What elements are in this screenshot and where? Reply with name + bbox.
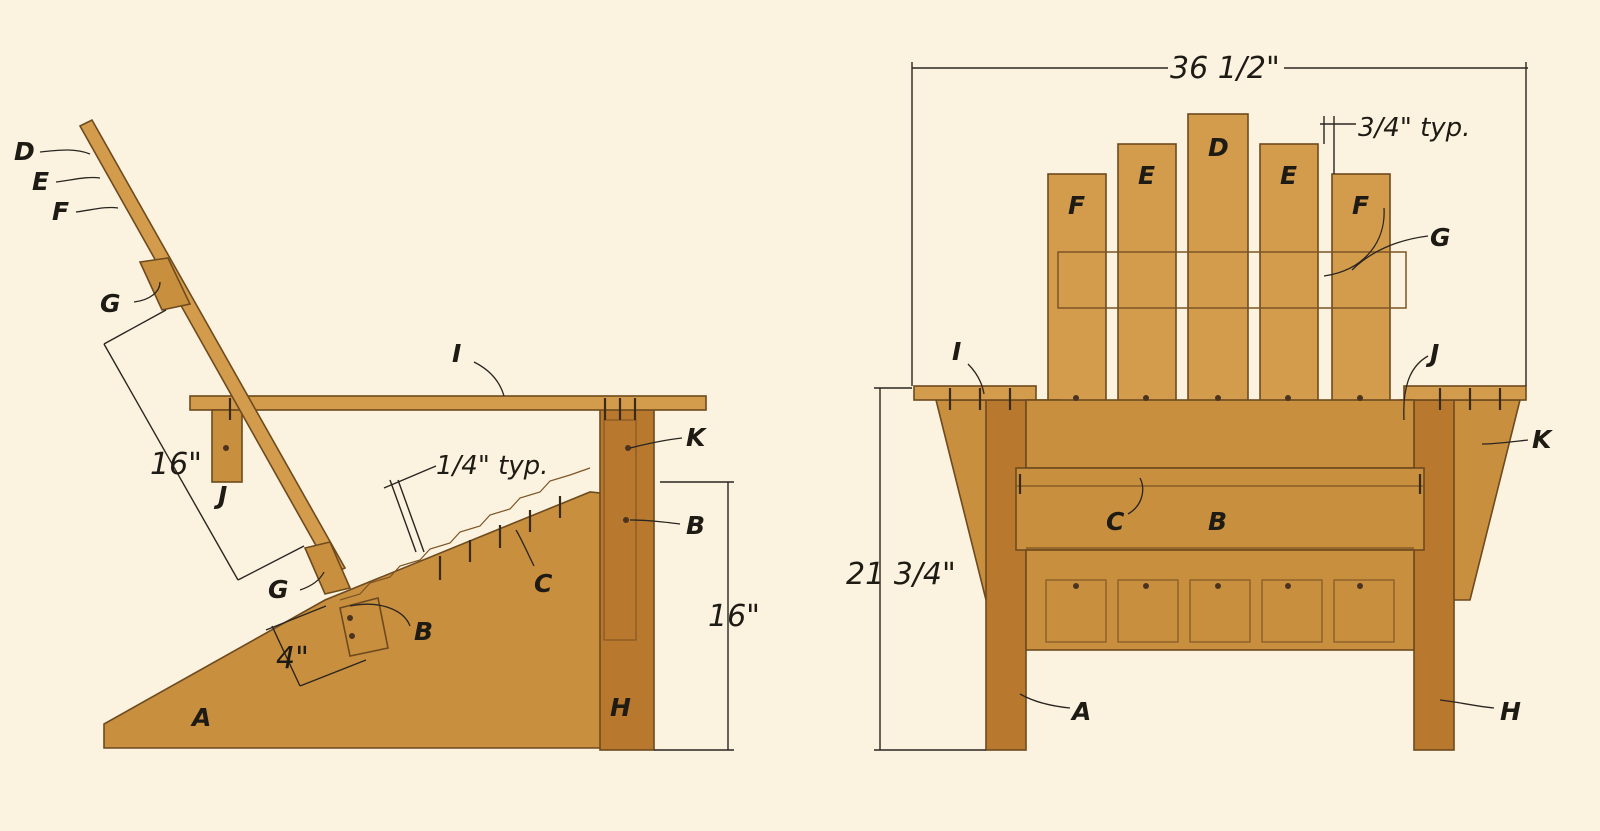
leader-side-i (473, 361, 505, 397)
front-part-i (913, 385, 1037, 401)
side-dim-seat: 4" (276, 641, 309, 676)
front-back-rail (1025, 399, 1415, 469)
front-dim-slat-gap: 3/4" typ. (1358, 113, 1470, 143)
dim-side-front (654, 481, 734, 751)
side-dim-front: 16" (708, 599, 760, 634)
side-back-slats (78, 118, 347, 576)
front-view: F E D E F G I J K C B A H 36 1/2" 3/4" t… (846, 51, 1553, 751)
side-label-a: A (190, 703, 211, 732)
side-part-j (211, 409, 243, 483)
side-label-g-bottom: G (268, 575, 289, 604)
leader-side-e (55, 176, 101, 183)
leader-front-c (1127, 477, 1144, 515)
dim-side-slat-gap (383, 465, 437, 553)
side-label-d: D (14, 137, 35, 166)
side-screws (228, 398, 637, 580)
side-part-b-lower (339, 597, 389, 657)
leader-side-g-top (133, 281, 161, 303)
dim-front-slat-gap (1320, 116, 1356, 174)
leader-front-a (1019, 693, 1071, 709)
leader-front-i (967, 363, 985, 395)
front-label-k: K (1532, 425, 1553, 454)
side-label-h: H (610, 693, 631, 722)
leader-side-d (39, 149, 91, 155)
front-part-j-arm (1403, 385, 1527, 401)
side-label-c: C (534, 569, 553, 598)
front-label-f-left: F (1068, 191, 1085, 220)
side-dim-back: 16" (150, 447, 202, 482)
front-part-a (985, 399, 1027, 751)
side-part-h (599, 399, 655, 751)
front-label-j: J (1425, 339, 1439, 368)
side-label-f: F (52, 197, 69, 226)
dim-side-seat (265, 605, 367, 687)
side-label-e: E (32, 167, 49, 196)
front-dim-height: 21 3/4" (846, 557, 956, 592)
leader-side-g-bottom (299, 571, 325, 591)
front-label-e-right: E (1280, 161, 1297, 190)
leader-front-f (1323, 207, 1385, 277)
side-label-j: J (213, 481, 227, 510)
front-part-h (1413, 399, 1455, 751)
side-label-b-right: B (686, 511, 705, 540)
side-label-k: K (686, 423, 707, 452)
front-part-g (1057, 251, 1407, 309)
side-label-i: I (452, 339, 461, 368)
front-screws (948, 388, 1502, 494)
front-label-a: A (1070, 697, 1091, 726)
leader-side-f (75, 206, 119, 213)
dim-side-back (103, 309, 305, 581)
front-lower-panel (1025, 549, 1415, 651)
front-label-h: H (1500, 697, 1521, 726)
front-label-b: B (1208, 507, 1227, 536)
front-label-c: C (1106, 507, 1125, 536)
front-label-d: D (1208, 133, 1229, 162)
front-label-e-left: E (1138, 161, 1155, 190)
leader-front-g (1351, 235, 1429, 271)
leader-side-b-bottom (349, 603, 411, 627)
side-part-g-bottom (303, 541, 352, 595)
leader-front-j (1403, 355, 1429, 421)
leader-side-c (515, 529, 535, 567)
side-label-b-bottom: B (414, 617, 433, 646)
side-view: D E F G I J K B C G B A H 16" 1/4" typ. … (14, 118, 760, 751)
leader-front-k (1481, 439, 1529, 445)
leader-side-b-right (629, 519, 681, 525)
front-dim-width: 36 1/2" (1170, 51, 1280, 86)
dim-front-width (911, 62, 1528, 386)
side-seat-slats (339, 467, 591, 601)
front-label-g: G (1430, 223, 1451, 252)
dim-front-height (874, 387, 986, 751)
side-dim-slat-gap: 1/4" typ. (436, 451, 548, 481)
front-label-i: I (952, 337, 961, 366)
leader-front-h (1439, 699, 1495, 709)
leader-side-k (629, 437, 683, 449)
front-label-f-right: F (1352, 191, 1369, 220)
side-label-g-top: G (100, 289, 121, 318)
side-part-i (189, 395, 707, 411)
